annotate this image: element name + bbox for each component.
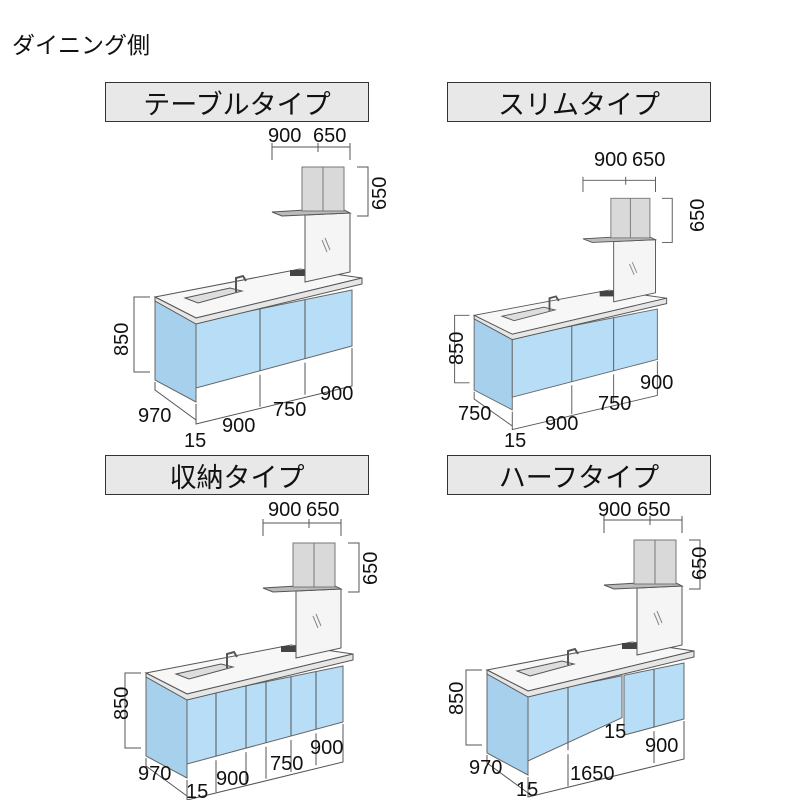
faucet [567, 647, 579, 665]
dim-depth: 970 [138, 763, 171, 785]
dim-width-1: 900 [545, 413, 578, 435]
kitchen-half-type [465, 516, 701, 798]
dim-height: 850 [446, 332, 468, 365]
dim-width-2: 750 [598, 393, 631, 415]
dim-height: 850 [111, 687, 133, 720]
dim-gap: 15 [604, 721, 626, 743]
glass-reflection [629, 262, 638, 275]
glass-reflection [321, 237, 331, 253]
glass-reflection [312, 613, 322, 629]
dim-offset: 15 [186, 781, 208, 800]
stove-burner [290, 270, 306, 276]
dim-width-1: 900 [222, 415, 255, 437]
dim-width-3: 900 [320, 383, 353, 405]
dim-hood-width-2: 650 [637, 499, 670, 521]
dim-offset: 15 [516, 779, 538, 800]
dim-hood-width-1: 900 [594, 149, 627, 171]
dim-width-2: 750 [270, 753, 303, 775]
dim-line-bottom [145, 724, 344, 800]
dim-height: 850 [446, 682, 468, 715]
dim-depth: 970 [469, 757, 502, 779]
back-panel [613, 239, 656, 303]
dim-hood-width-2: 650 [313, 125, 346, 147]
dim-width-2: 750 [273, 399, 306, 421]
dim-hood-height: 650 [360, 552, 382, 585]
dim-offset: 15 [184, 430, 206, 452]
dim-line-bottom [154, 348, 353, 425]
back-panel [304, 212, 351, 283]
dim-hood-width-2: 650 [632, 149, 665, 171]
dim-hood-height: 650 [687, 199, 709, 232]
dim-line-hood-width [271, 143, 351, 160]
sink [174, 663, 235, 680]
page-heading: ダイニング側 [12, 32, 150, 58]
faucet [235, 274, 247, 292]
dim-hood-height: 650 [369, 177, 391, 210]
kitchen-storage-type [124, 519, 360, 800]
dim-width-3: 900 [640, 372, 673, 394]
back-panel [636, 585, 683, 656]
dim-width-1: 900 [216, 768, 249, 790]
dim-line-height [465, 669, 482, 746]
dim-width-3: 900 [310, 737, 343, 759]
faucet [548, 295, 560, 311]
stove-burner [599, 291, 615, 297]
dim-line-height [124, 672, 141, 749]
stove-burner [281, 646, 297, 652]
countertop-edge [154, 277, 363, 325]
dim-height: 850 [111, 323, 133, 356]
dim-width-3: 900 [645, 735, 678, 757]
kitchen-table-type [133, 143, 369, 425]
dim-line-hood-height [689, 539, 701, 590]
dim-line-hood-height [662, 197, 673, 243]
dim-line-bottom [473, 361, 658, 431]
sink [515, 660, 576, 677]
dim-line-bottom [486, 721, 685, 798]
kitchen-slim-type [454, 176, 673, 431]
sink [500, 306, 557, 322]
title-slim-type: スリムタイプ [447, 82, 711, 122]
dim-line-height [454, 314, 470, 384]
title-table-type: テーブルタイプ [105, 82, 369, 122]
dim-line-hood-height [348, 542, 360, 593]
back-panel [295, 588, 342, 659]
stove-burner [622, 643, 638, 649]
dim-offset: 15 [504, 430, 526, 452]
countertop-edge [145, 653, 354, 701]
sink [183, 287, 244, 304]
title-storage-type: 収納タイプ [105, 455, 369, 495]
countertop-edge [473, 297, 668, 341]
dim-line-hood-width [262, 519, 342, 536]
dim-width-1: 1650 [570, 763, 615, 785]
dim-hood-width-1: 900 [268, 125, 301, 147]
dim-hood-width-2: 650 [306, 499, 339, 521]
dim-line-hood-height [357, 166, 369, 217]
dim-line-hood-width [582, 176, 656, 193]
faucet [226, 650, 238, 668]
dim-hood-width-1: 900 [598, 499, 631, 521]
dim-hood-width-1: 900 [268, 499, 301, 521]
dim-depth: 750 [458, 403, 491, 425]
dim-line-hood-width [603, 516, 683, 533]
countertop-edge [486, 650, 695, 698]
title-half-type: ハーフタイプ [447, 455, 711, 495]
dim-line-height [133, 296, 150, 373]
glass-reflection [653, 610, 663, 626]
dim-depth: 970 [138, 405, 171, 427]
dim-hood-height: 650 [689, 547, 711, 580]
